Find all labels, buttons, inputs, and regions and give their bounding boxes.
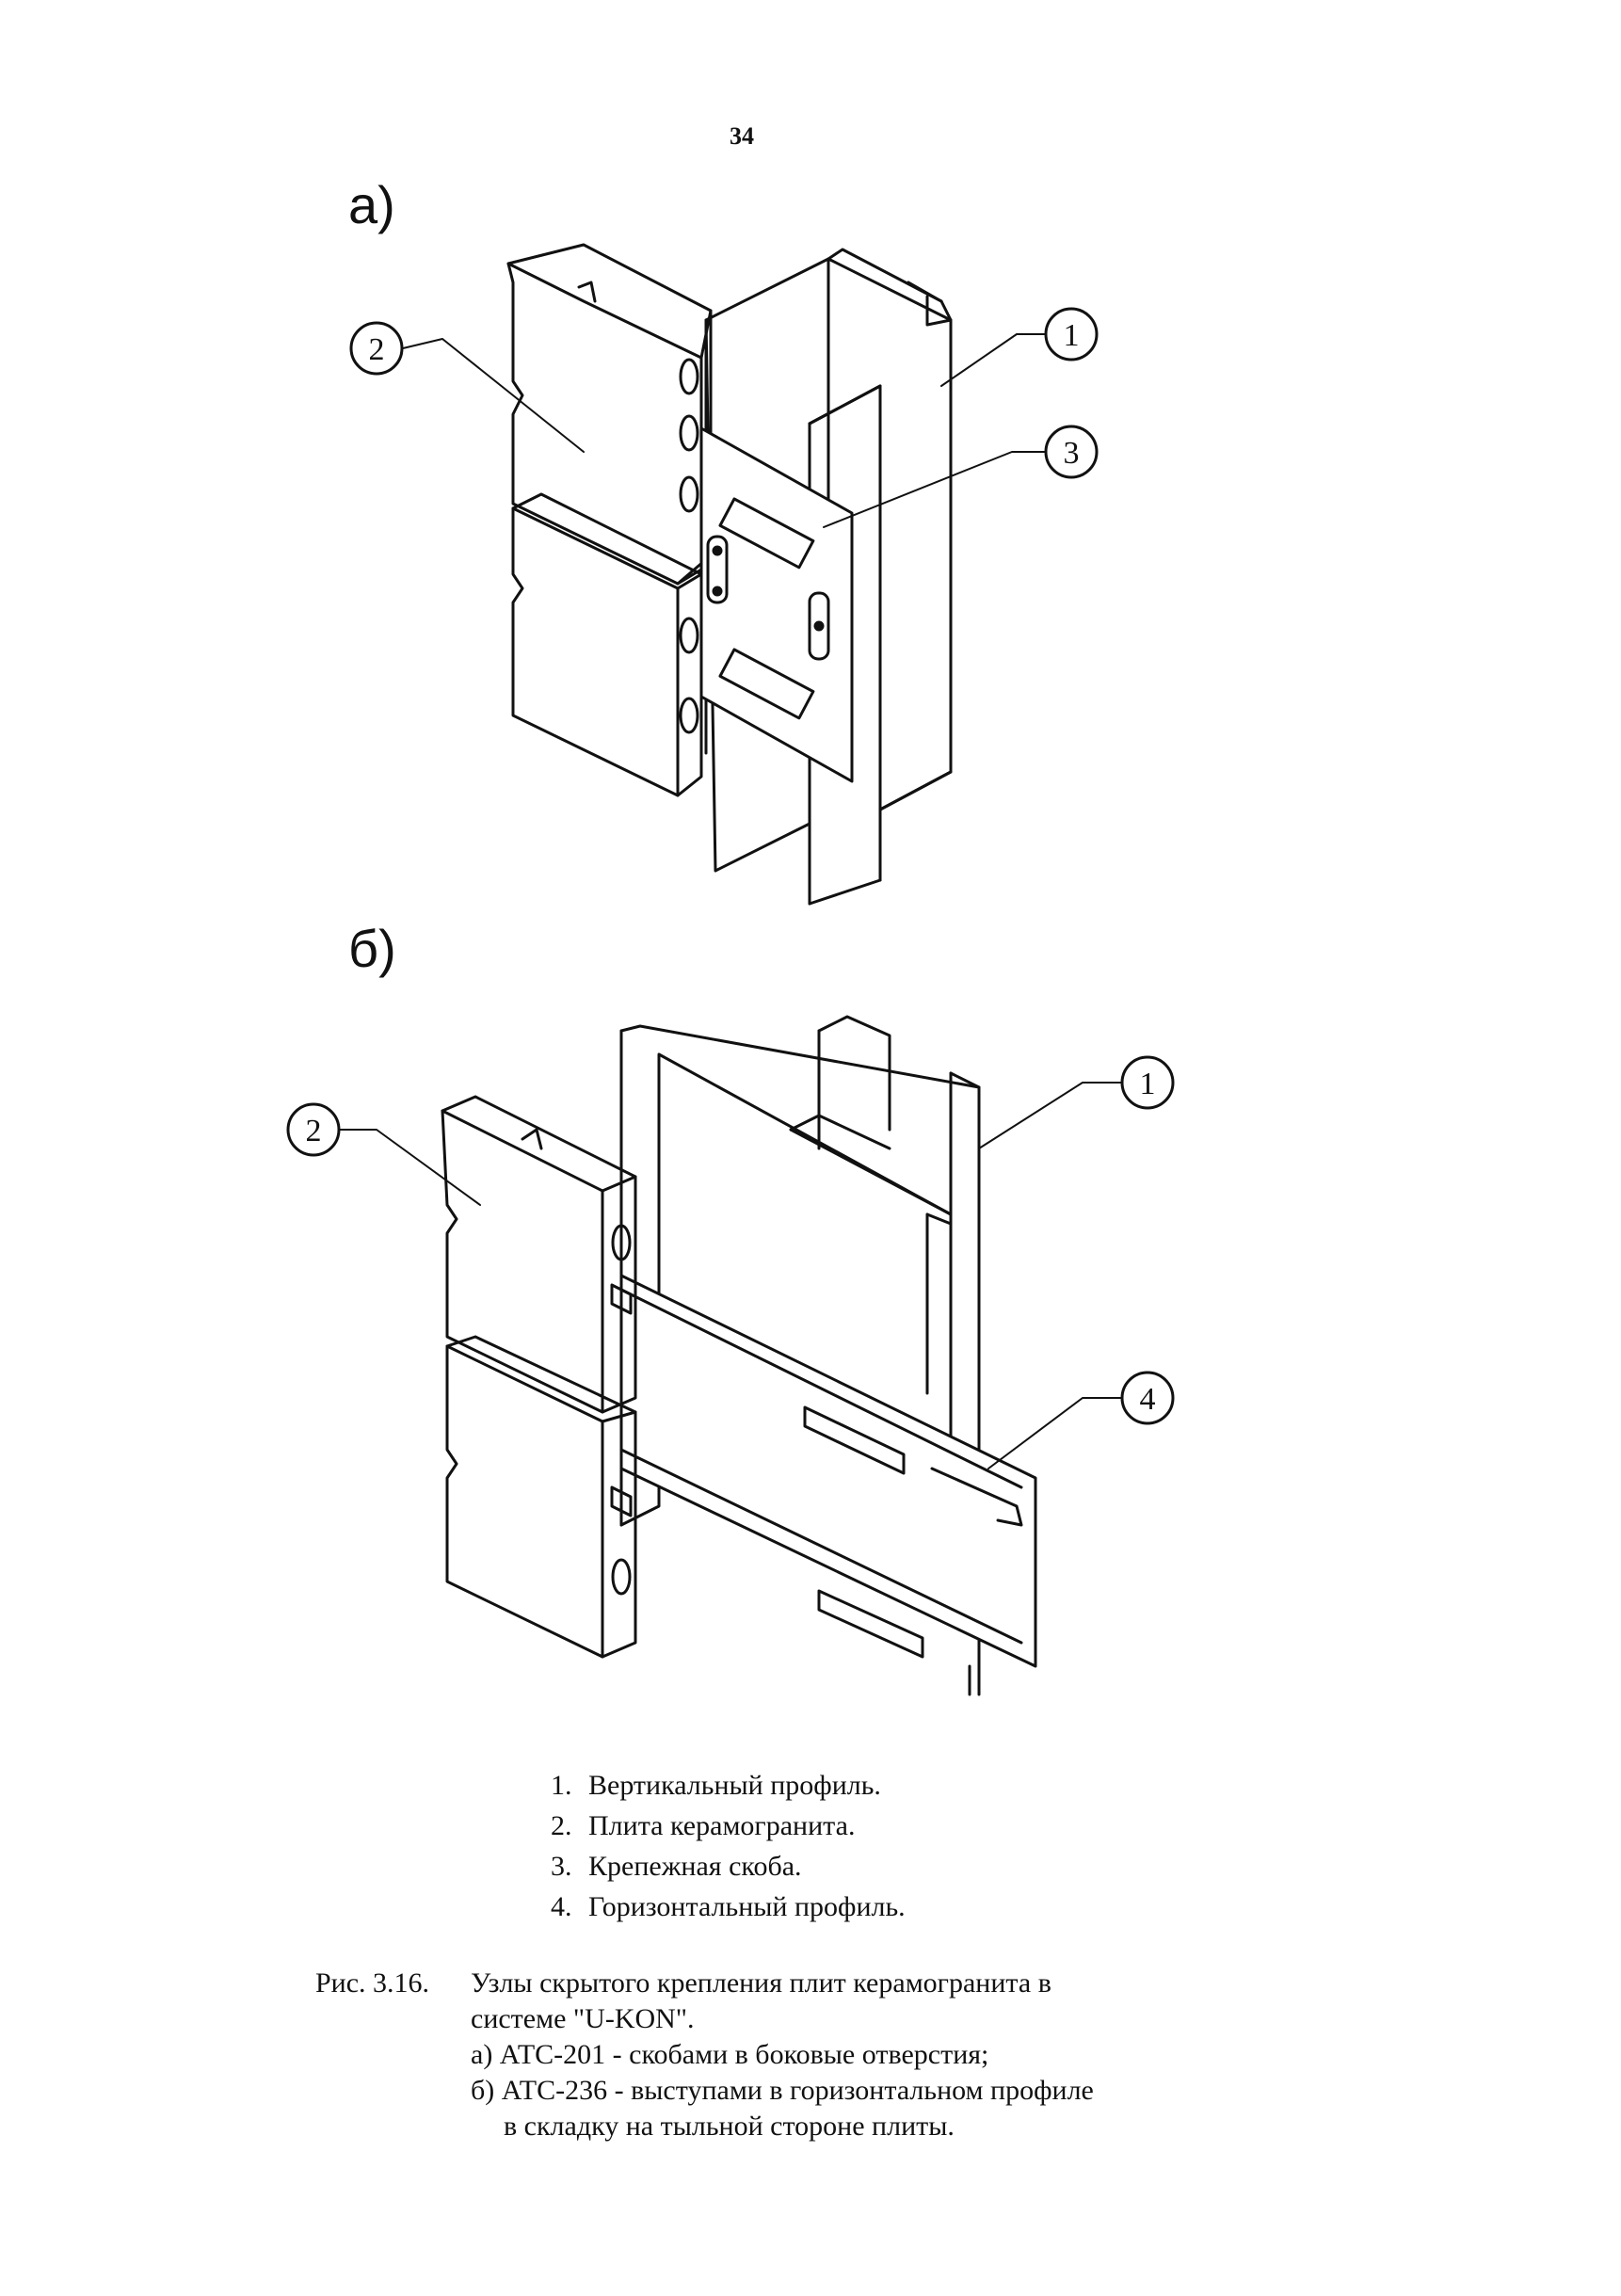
caption-line-3: а) АТС-201 - скобами в боковые отверстия… [471, 2039, 989, 2070]
figure-b-label: б) [348, 919, 396, 978]
callout-circle-a-3 [1044, 425, 1099, 479]
legend-item-number: 3. [551, 1851, 572, 1882]
caption-text-1: Узлы скрытого крепления плит керамограни… [471, 1967, 1051, 1999]
callout-text-a-2: 2 [369, 332, 385, 367]
slab-holes-b [610, 1224, 633, 1596]
legend-item: 2. Плита керамогранита. [551, 1806, 906, 1846]
callout-text-a-3: 3 [1064, 436, 1080, 471]
callout-text-b-4: 4 [1140, 1382, 1156, 1417]
legend-item-number: 4. [551, 1891, 572, 1922]
ceramic-slab-b-upper [441, 1095, 637, 1414]
callout-leaders-a [402, 333, 1048, 528]
ceramic-slab-a-upper [506, 243, 713, 586]
callout-leaders-b [338, 1082, 1123, 1469]
legend-item-text: Крепежная скоба. [588, 1851, 802, 1882]
caption-line-2: системе "U-KON". [471, 2003, 695, 2034]
caption-line-5: в складку на тыльной стороне плиты. [504, 2111, 955, 2142]
legend-item: 3. Крепежная скоба. [551, 1846, 906, 1887]
page-number: 34 [730, 122, 754, 150]
legend-item: 1. Вертикальный профиль. [551, 1765, 906, 1806]
caption-line-4: б) АТС-236 - выступами в горизонтальном … [471, 2075, 1094, 2106]
ceramic-slab-a-lower [511, 492, 703, 797]
callout-text-a-1: 1 [1064, 318, 1080, 353]
callout-circle-b-1 [1120, 1055, 1175, 1110]
legend-item-number: 1. [551, 1770, 572, 1801]
legend-item-text: Горизонтальный профиль. [588, 1891, 906, 1922]
callout-text-b-1: 1 [1140, 1067, 1156, 1101]
callout-circle-a-1 [1044, 307, 1099, 361]
legend-list: 1. Вертикальный профиль. 2. Плита керамогр… [551, 1765, 906, 1927]
callout-circle-b-2 [286, 1102, 341, 1157]
legend-item-text: Плита керамогранита. [588, 1810, 856, 1841]
caption-prefix: Рис. 3.16. [315, 1967, 430, 1999]
legend-item: 4. Горизонтальный профиль. [551, 1887, 906, 1927]
horizontal-profile [619, 1274, 1037, 1696]
callout-circle-b-4 [1120, 1371, 1175, 1425]
legend-item-number: 2. [551, 1810, 572, 1841]
callout-text-b-2: 2 [306, 1114, 322, 1148]
ceramic-slab-b-lower [445, 1335, 637, 1659]
figure-b-drawing: 2 1 4 [286, 1015, 1175, 1696]
fastening-bracket [699, 426, 854, 783]
legend-item-text: Вертикальный профиль. [588, 1770, 881, 1801]
caption-line-1: Рис. 3.16. Узлы скрытого крепления плит к… [315, 1966, 1257, 2001]
figure-a-drawing: 2 1 3 [349, 243, 1099, 906]
callout-circle-a-2 [349, 321, 404, 376]
figure-a-label: а) [348, 175, 395, 234]
slab-holes-a [679, 358, 699, 734]
figure-caption: Рис. 3.16. Узлы скрытого крепления плит к… [315, 1966, 1257, 2144]
